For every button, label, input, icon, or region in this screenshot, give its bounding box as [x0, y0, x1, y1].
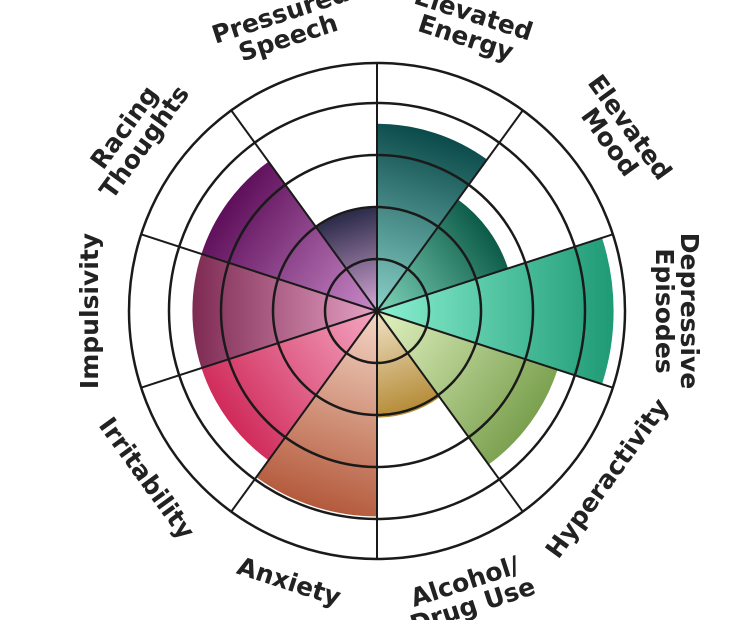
spoke-5	[376, 310, 524, 513]
spoke-8	[140, 310, 378, 389]
label-elevated-energy: ElevatedEnergy	[403, 0, 536, 70]
wedge-elevated-mood	[377, 199, 509, 311]
wedge-impulsivity	[192, 253, 377, 369]
label-racing-thoughts: RacingThoughts	[74, 65, 195, 204]
wedge-pressured-speech	[316, 208, 377, 311]
wedge-irritability	[201, 311, 377, 461]
wedge-depressive-episodes	[377, 237, 614, 385]
label-pressured-speech: PressuredSpeech	[208, 0, 360, 73]
spoke-9	[140, 233, 378, 312]
label-depressive-episodes: DepressiveEpisodes	[650, 233, 704, 389]
spoke-4	[376, 310, 614, 389]
label-elevated-mood: ElevatedMood	[562, 69, 678, 200]
wedge-group	[192, 123, 614, 517]
spoke-3	[376, 233, 614, 312]
label-alcohol-drug-use: Alcohol/Drug Use	[399, 548, 539, 620]
wedge-elevated-energy	[377, 123, 488, 311]
spoke-group	[140, 63, 614, 559]
spoke-10	[230, 109, 378, 312]
label-line: Irritability	[93, 412, 201, 545]
spoke-7	[230, 310, 378, 513]
label-anxiety: Anxiety	[234, 551, 345, 612]
label-impulsivity: Impulsivity	[75, 233, 104, 389]
wedge-alcohol-drug-use	[377, 311, 440, 418]
label-line: Depressive	[675, 233, 704, 389]
label-line: Episodes	[650, 248, 679, 373]
wedge-hyperactivity	[377, 311, 558, 465]
label-irritability: Irritability	[93, 412, 201, 545]
label-line: Anxiety	[234, 551, 345, 612]
wedge-racing-thoughts	[201, 161, 377, 311]
label-line: Impulsivity	[75, 233, 104, 389]
spoke-2	[376, 109, 524, 312]
